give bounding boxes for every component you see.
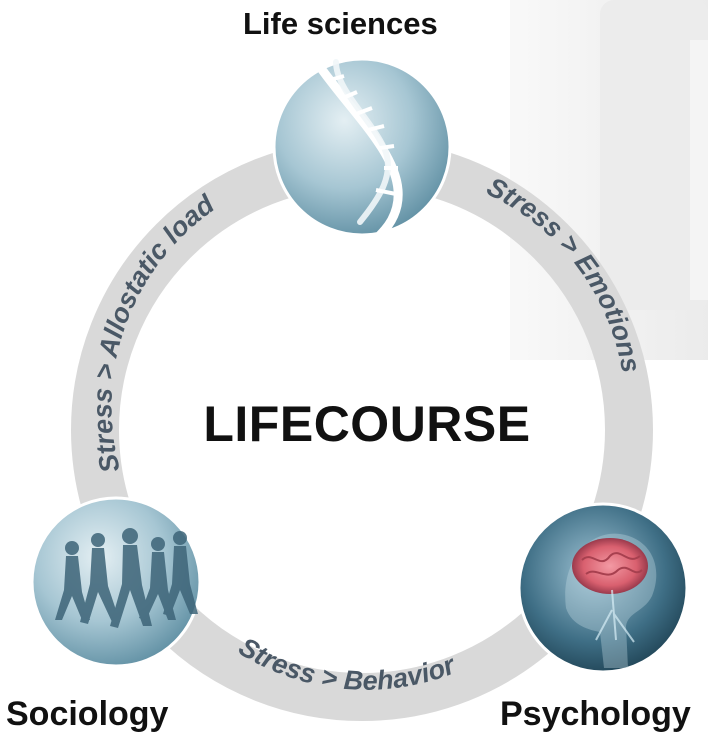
walking-people-icon (55, 528, 198, 628)
brain-icon (565, 533, 657, 668)
node-label-life-sciences: Life sciences (243, 6, 438, 41)
center-title: LIFECOURSE (203, 396, 531, 452)
dna-icon (313, 59, 403, 240)
node-label-sociology: Sociology (6, 695, 169, 733)
node-psychology (517, 502, 689, 674)
node-label-psychology: Psychology (500, 695, 691, 733)
node-sociology (30, 496, 202, 668)
node-life-sciences (272, 57, 452, 240)
